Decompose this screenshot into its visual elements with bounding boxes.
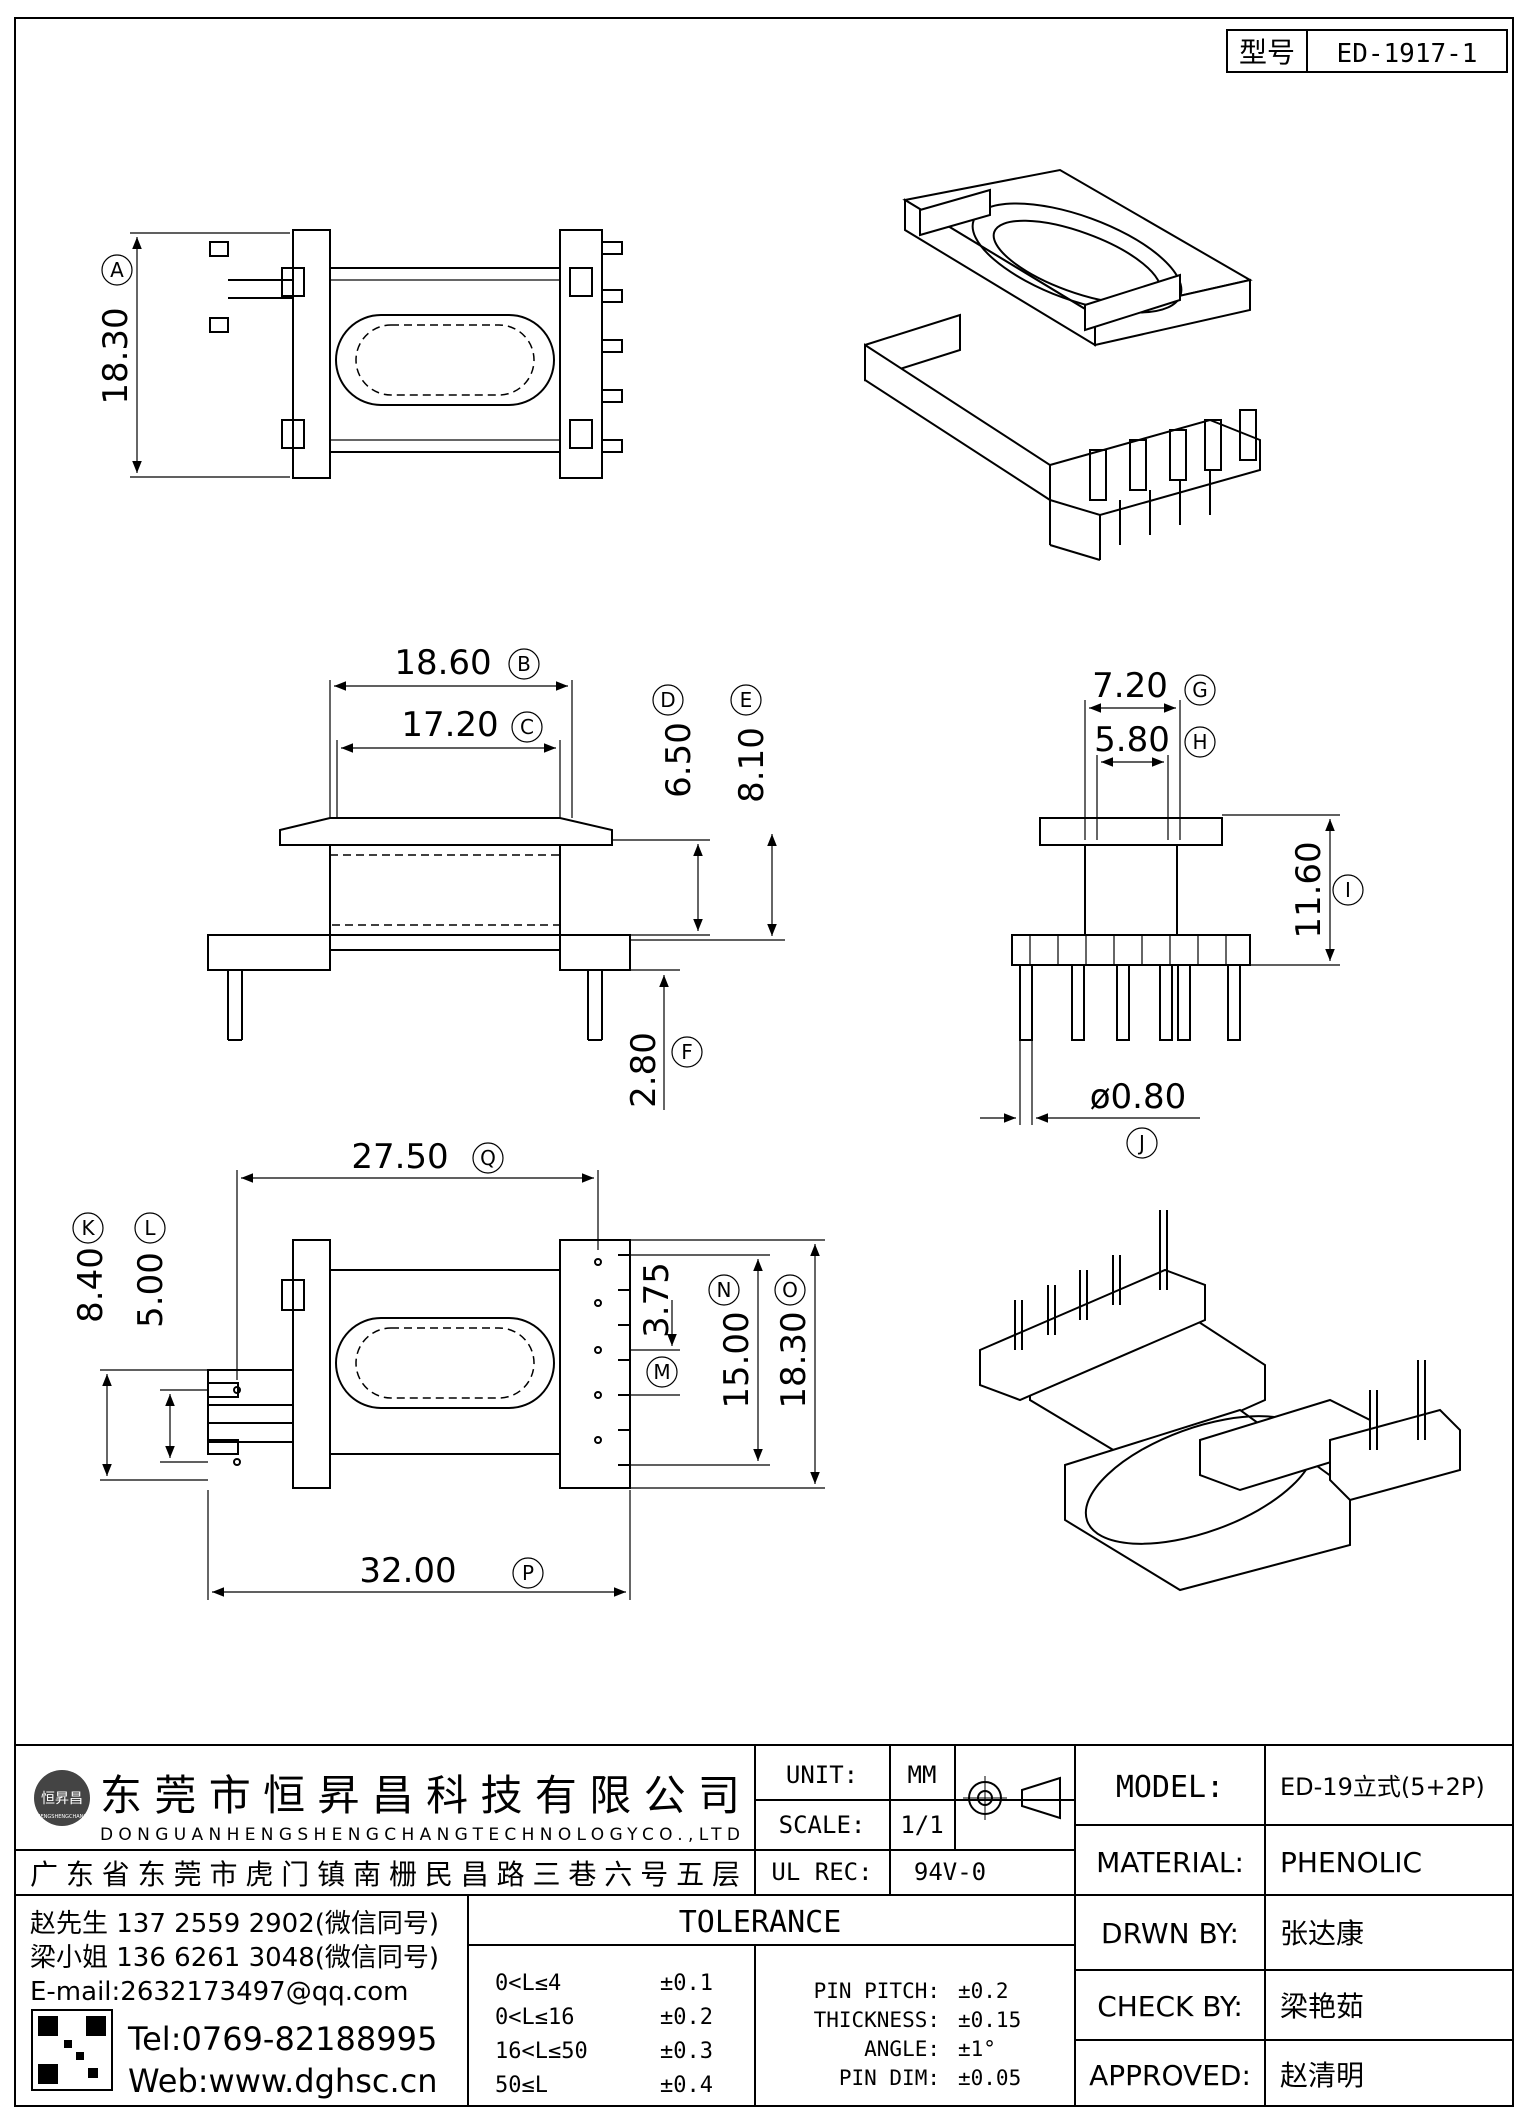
pin-dim-value: ±0.05 bbox=[958, 2066, 1021, 2090]
tolerance-range-1: 0<L≤4 bbox=[495, 1971, 561, 1996]
tolerance-range-2: 0<L≤16 bbox=[495, 2005, 574, 2030]
drawn-by-value: 张达康 bbox=[1280, 1917, 1364, 1950]
dim-I-value: 11.60 bbox=[1289, 841, 1329, 938]
approved-label: APPROVED: bbox=[1089, 2059, 1251, 2092]
drawn-by-label: DRWN BY: bbox=[1101, 1917, 1239, 1950]
bottom-view: 27.50 Q 32.00 P 8.40 K 5.00 L 3.75 M bbox=[71, 1137, 825, 1600]
svg-text:HENGSHENGCHANG: HENGSHENGCHANG bbox=[37, 1814, 88, 1820]
iso-view-top bbox=[864, 168, 1261, 561]
dim-K-value: 8.40 bbox=[71, 1247, 111, 1323]
dim-H-value: 5.80 bbox=[1094, 720, 1170, 760]
dim-L-value: 5.00 bbox=[131, 1252, 171, 1328]
dim-O-value: 18.30 bbox=[774, 1311, 814, 1408]
dim-N-tag: N bbox=[717, 1278, 732, 1302]
unit-label: UNIT: bbox=[786, 1761, 858, 1789]
company-web: Web:www.dghsc.cn bbox=[128, 2062, 438, 2100]
contact-liang: 梁小姐 136 6261 3048(微信同号) bbox=[30, 1943, 439, 1973]
ulrec-label: UL REC: bbox=[771, 1858, 872, 1886]
dim-M-tag: M bbox=[653, 1360, 670, 1384]
company-tel: Tel:0769-82188995 bbox=[127, 2020, 437, 2058]
scale-label: SCALE: bbox=[779, 1811, 866, 1839]
dim-P-value: 32.00 bbox=[359, 1551, 456, 1591]
scale-value: 1/1 bbox=[900, 1811, 943, 1839]
approved-value: 赵清明 bbox=[1280, 2059, 1364, 2092]
dim-G-value: 7.20 bbox=[1092, 666, 1168, 706]
dim-F-tag: F bbox=[681, 1040, 693, 1064]
dim-N-value: 15.00 bbox=[717, 1311, 757, 1408]
dim-K-tag: K bbox=[81, 1216, 95, 1240]
angle-value: ±1° bbox=[958, 2037, 996, 2061]
check-by-label: CHECK BY: bbox=[1097, 1990, 1243, 2023]
contact-zhao: 赵先生 137 2559 2902(微信同号) bbox=[30, 1909, 439, 1939]
model-value: ED-19立式(5+2P) bbox=[1280, 1773, 1485, 1801]
title-block: 恒昇昌 HENGSHENGCHANG 东莞市恒昇昌科技有限公司 DONGUANH… bbox=[14, 1744, 1514, 2107]
angle-label: ANGLE: bbox=[864, 2037, 940, 2061]
svg-text:恒昇昌: 恒昇昌 bbox=[41, 1791, 83, 1807]
thickness-label: THICKNESS: bbox=[814, 2008, 940, 2032]
tolerance-range-4: 50≤L bbox=[495, 2073, 548, 2098]
dim-I-tag: I bbox=[1345, 878, 1351, 902]
pin-pitch-label: PIN PITCH: bbox=[814, 1979, 940, 2003]
dim-E-tag: E bbox=[740, 688, 753, 712]
thickness-value: ±0.15 bbox=[958, 2008, 1021, 2032]
dim-E-value: 8.10 bbox=[732, 727, 772, 803]
tolerance-range-3: 16<L≤50 bbox=[495, 2039, 588, 2064]
dim-L-tag: L bbox=[144, 1216, 156, 1240]
dim-A-value: 18.30 bbox=[96, 307, 136, 404]
tolerance-value-3: ±0.3 bbox=[660, 2039, 713, 2064]
dim-Q-value: 27.50 bbox=[351, 1137, 448, 1177]
top-view: 18.30 A bbox=[96, 229, 623, 479]
dim-B-value: 18.60 bbox=[394, 643, 491, 683]
tolerance-value-1: ±0.1 bbox=[660, 1971, 713, 1996]
side-view: 7.20 G 5.80 H 11.60 I ø0.80 J bbox=[980, 666, 1364, 1159]
iso-view-bottom bbox=[979, 1210, 1461, 1592]
contact-email: E-mail:2632173497@qq.com bbox=[30, 1977, 409, 2007]
dim-O-tag: O bbox=[782, 1278, 798, 1302]
material-value: PHENOLIC bbox=[1280, 1846, 1422, 1879]
dim-C-value: 17.20 bbox=[401, 705, 498, 745]
projection-symbol-icon bbox=[963, 1776, 1061, 1820]
dim-D-value: 6.50 bbox=[659, 722, 699, 798]
company-logo: 恒昇昌 HENGSHENGCHANG bbox=[34, 1770, 90, 1826]
model-header: 型号 ED-1917-1 bbox=[1226, 29, 1508, 73]
dim-Q-tag: Q bbox=[480, 1146, 496, 1170]
company-address: 广东省东莞市虎门镇南栅民昌路三巷六号五层 bbox=[30, 1858, 740, 1891]
dim-B-tag: B bbox=[517, 652, 531, 676]
check-by-value: 梁艳茹 bbox=[1280, 1990, 1364, 2023]
dim-P-tag: P bbox=[522, 1561, 534, 1585]
front-view: 18.60 B 17.20 C 6.50 D 8.10 E 2.80 F bbox=[207, 643, 785, 1110]
company-name-cn: 东莞市恒昇昌科技有限公司 bbox=[100, 1771, 740, 1820]
model-label: MODEL: bbox=[1116, 1770, 1224, 1805]
dim-A-tag: A bbox=[110, 258, 124, 282]
unit-value: MM bbox=[908, 1761, 937, 1789]
company-name-en: DONGUANHENGSHENGCHANGTECHNOLOGYCO.,LTD bbox=[100, 1825, 740, 1845]
tolerance-value-2: ±0.2 bbox=[660, 2005, 713, 2030]
dim-J-value: ø0.80 bbox=[1090, 1077, 1187, 1117]
model-header-code: ED-1917-1 bbox=[1337, 39, 1478, 69]
dim-D-tag: D bbox=[660, 688, 675, 712]
pin-pitch-value: ±0.2 bbox=[958, 1979, 1009, 2003]
material-label: MATERIAL: bbox=[1096, 1846, 1244, 1879]
ulrec-value: 94V-0 bbox=[914, 1858, 986, 1886]
dim-C-tag: C bbox=[520, 715, 534, 739]
dim-J-tag: J bbox=[1137, 1131, 1145, 1155]
dim-M-value: 3.75 bbox=[637, 1262, 677, 1338]
dim-G-tag: G bbox=[1192, 678, 1208, 702]
model-header-label: 型号 bbox=[1239, 36, 1295, 69]
dim-F-value: 2.80 bbox=[624, 1032, 664, 1108]
tolerance-value-4: ±0.4 bbox=[660, 2073, 713, 2098]
qr-code bbox=[31, 2009, 113, 2091]
pin-dim-label: PIN DIM: bbox=[839, 2066, 940, 2090]
tolerance-title: TOLERANCE bbox=[679, 1905, 842, 1940]
dim-H-tag: H bbox=[1192, 730, 1207, 754]
